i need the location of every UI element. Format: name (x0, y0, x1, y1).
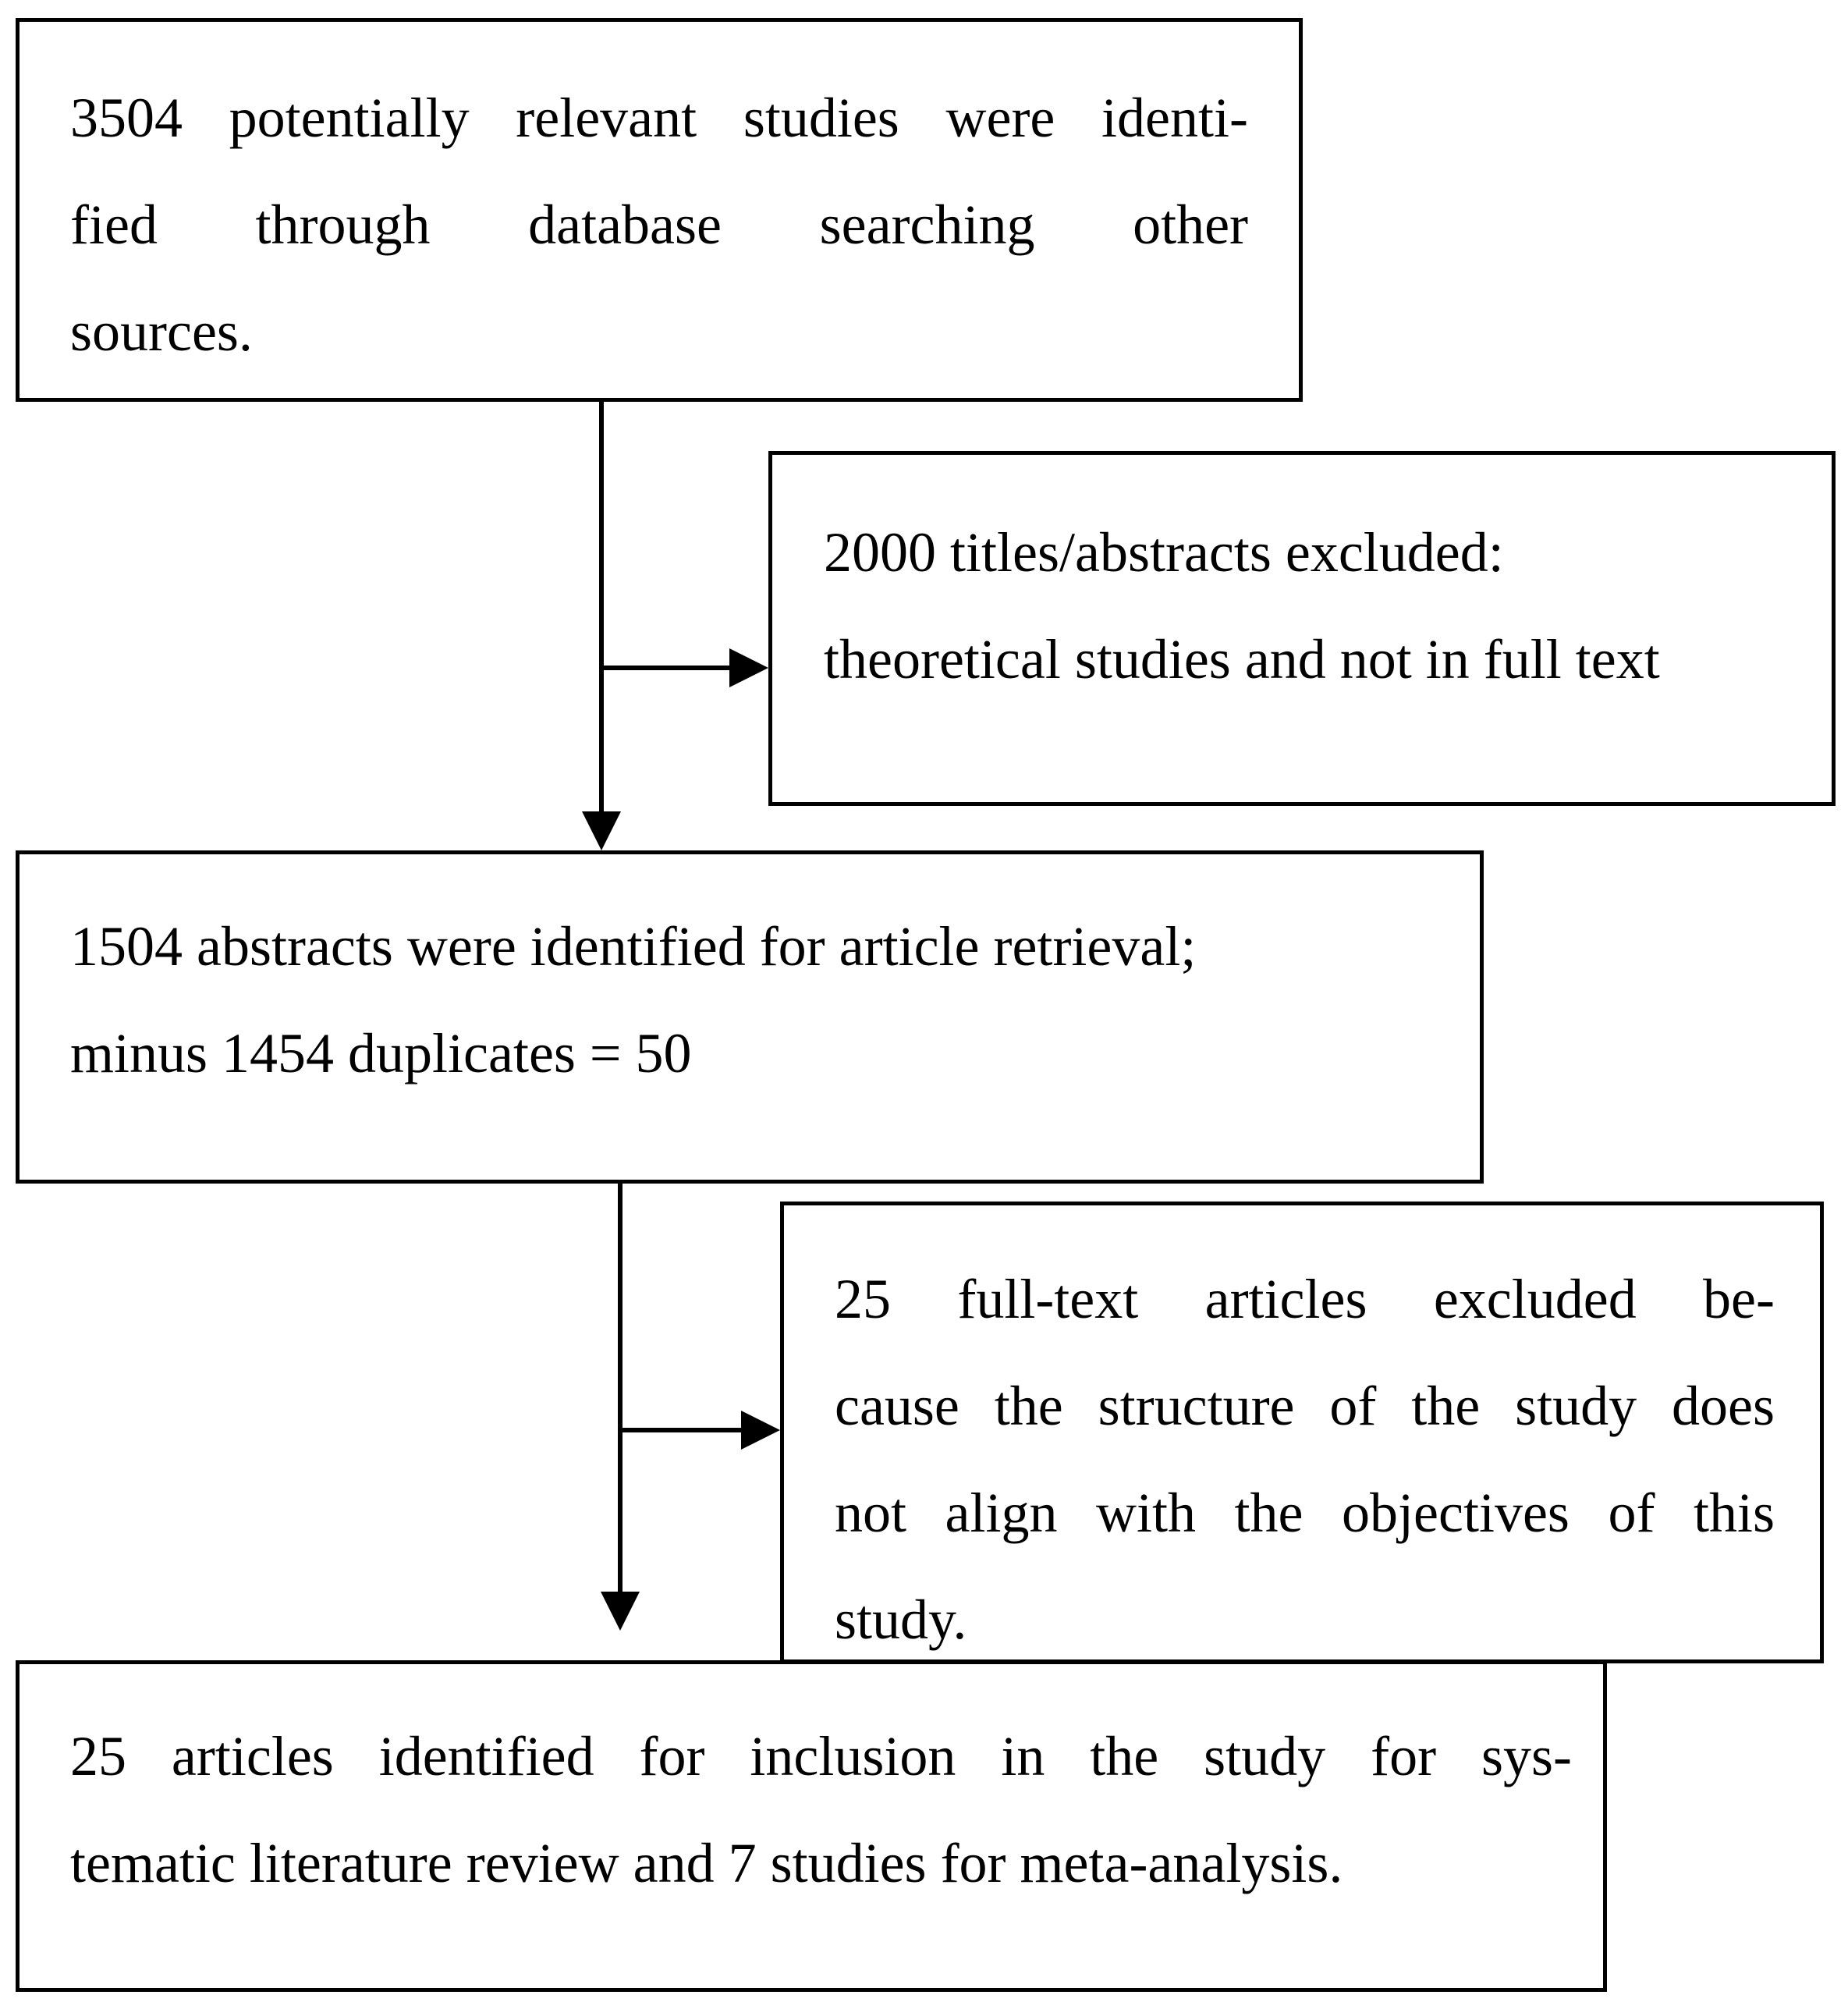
abstracts-retrieval-box: 1504 abstracts were identified for artic… (16, 850, 1484, 1184)
identified-studies-box: 3504 potentially relevant studies were i… (16, 18, 1303, 402)
text-line: minus 1454 duplicates = 50 (70, 1022, 692, 1084)
abstracts-retrieval-text: 1504 abstracts were identified for artic… (70, 893, 1459, 1107)
text-line: sources. (70, 300, 253, 363)
arrowhead-right-box4 (741, 1411, 780, 1450)
identified-studies-text: 3504 potentially relevant studies were i… (70, 65, 1248, 385)
text-line: 2000 titles/abstracts excluded: (824, 521, 1504, 584)
text-line: not align with the objectives of this (835, 1482, 1775, 1544)
titles-excluded-box: 2000 titles/abstracts excluded: theoreti… (768, 451, 1836, 806)
fulltext-excluded-box: 25 full-text articles excluded be- cause… (780, 1202, 1824, 1663)
fulltext-excluded-text: 25 full-text articles excluded be- cause… (835, 1246, 1775, 1674)
text-line: cause the structure of the study does (835, 1375, 1775, 1437)
text-line: tematic literature review and 7 studies … (70, 1832, 1343, 1894)
text-line: 25 articles identified for inclusion in … (70, 1725, 1572, 1787)
arrowhead-right-box2 (729, 648, 768, 687)
arrowhead-down-box3 (582, 811, 621, 850)
text-line: fied through database searching other (70, 193, 1248, 256)
text-line: theoretical studies and not in full text (824, 628, 1660, 690)
arrowhead-down-box5 (601, 1592, 640, 1631)
text-line: 25 full-text articles excluded be- (835, 1268, 1775, 1330)
included-articles-box: 25 articles identified for inclusion in … (16, 1660, 1607, 1992)
text-line: 3504 potentially relevant studies were i… (70, 87, 1248, 149)
text-line: 1504 abstracts were identified for artic… (70, 915, 1197, 978)
titles-excluded-text: 2000 titles/abstracts excluded: theoreti… (824, 499, 1818, 713)
included-articles-text: 25 articles identified for inclusion in … (70, 1703, 1572, 1917)
text-line: study. (835, 1588, 967, 1651)
